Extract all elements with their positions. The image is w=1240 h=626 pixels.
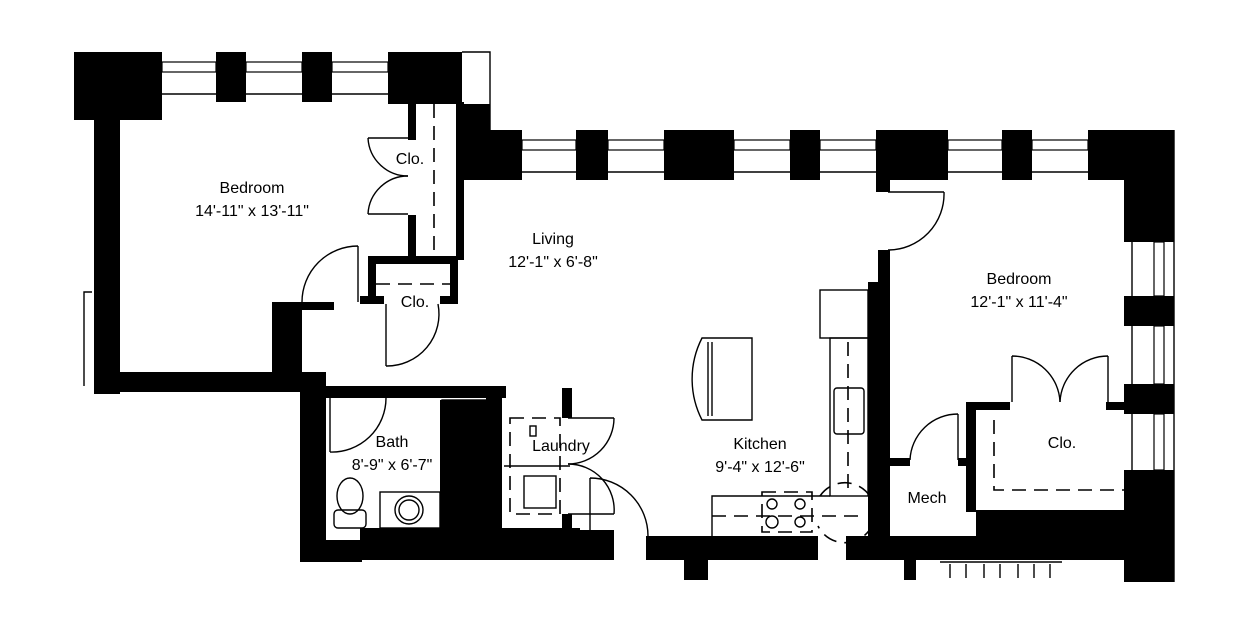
room-size-bedroom-1: 14'-11" x 13'-11" (195, 203, 309, 220)
fixtures (83, 289, 1062, 578)
room-name-bedroom-2: Bedroom (987, 271, 1052, 288)
room-size-living: 12'-1" x 6'-8" (508, 254, 598, 271)
windows (161, 51, 1175, 582)
walls (74, 52, 1174, 582)
range (761, 491, 813, 533)
kitchen-sink (833, 387, 865, 435)
vanity-sink (379, 491, 441, 529)
closet-label-bedroom-1: Clo. (396, 151, 424, 168)
refrigerator (819, 289, 869, 339)
closet-label-bedroom-2: Clo. (1048, 435, 1076, 452)
toilet (336, 477, 364, 515)
room-size-bedroom-2: 12'-1" x 11'-4" (970, 294, 1067, 311)
room-name-kitchen: Kitchen (733, 436, 786, 453)
room-labels: Bedroom 14'-11" x 13'-11" Living 12'-1" … (195, 151, 1076, 507)
kitchen-island (691, 337, 753, 421)
bathtub (441, 399, 491, 495)
room-name-bedroom-1: Bedroom (220, 180, 285, 197)
room-name-mech: Mech (907, 490, 946, 507)
room-size-kitchen: 9'-4" x 12'-6" (715, 459, 805, 476)
closet-label-hall: Clo. (401, 294, 429, 311)
room-name-bath: Bath (376, 434, 409, 451)
room-name-living: Living (532, 231, 574, 248)
closet-rods (376, 104, 1126, 491)
room-name-laundry: Laundry (532, 438, 590, 455)
doors (301, 137, 1109, 537)
room-size-bath: 8'-9" x 6'-7" (352, 457, 433, 474)
